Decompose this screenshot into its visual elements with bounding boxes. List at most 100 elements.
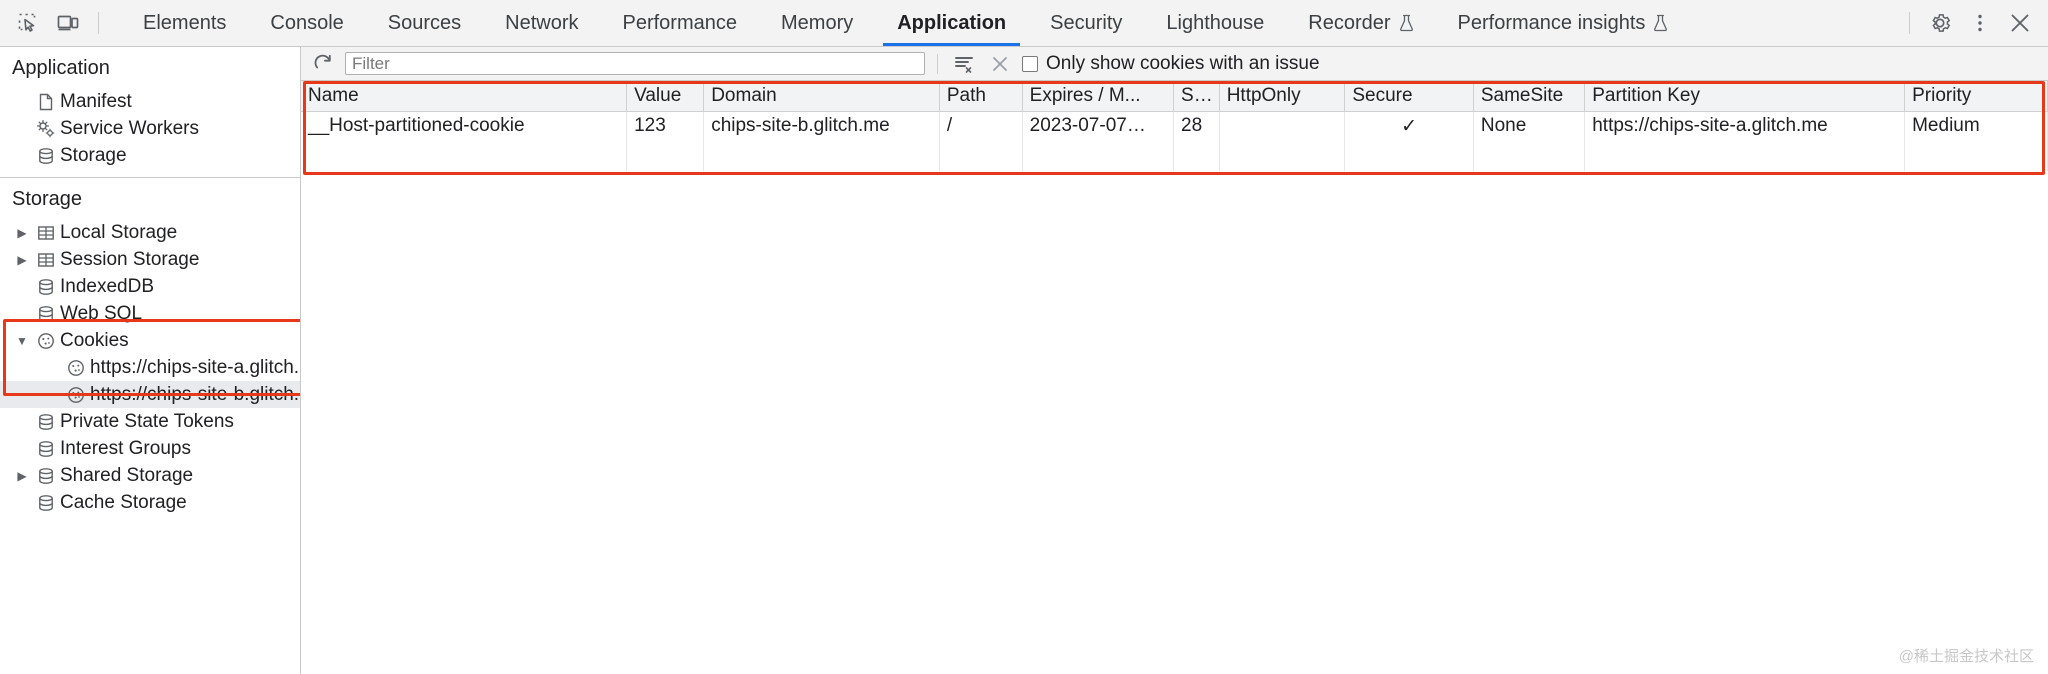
tab-memory[interactable]: Memory <box>759 0 875 46</box>
sidebar-item-cookies[interactable]: ▼ Cookies <box>0 327 300 354</box>
sidebar-section-application-title: Application <box>12 57 110 79</box>
sidebar-item-interest-groups-label: Interest Groups <box>60 437 191 459</box>
tab-application[interactable]: Application <box>875 0 1028 46</box>
tab-console[interactable]: Console <box>248 0 365 46</box>
chevron-right-icon[interactable]: ▶ <box>17 468 27 483</box>
empty-cell <box>1473 141 1586 171</box>
toolbar-actions <box>1899 0 2040 46</box>
cell-priority[interactable]: Medium <box>1904 111 2048 141</box>
column-header-priority[interactable]: Priority <box>1904 81 2048 112</box>
tab-performance-label: Performance <box>622 11 738 34</box>
cell-value[interactable]: 123 <box>626 111 705 141</box>
twisty-placeholder-icon: ▶ <box>12 122 32 136</box>
sidebar-item-manifest[interactable]: ▶ Manifest <box>0 88 300 115</box>
tab-recorder[interactable]: Recorder <box>1286 0 1435 46</box>
table-icon <box>32 223 60 243</box>
tab-network[interactable]: Network <box>483 0 600 46</box>
filter-input[interactable] <box>345 52 925 75</box>
inspect-element-icon[interactable] <box>8 4 48 42</box>
cell-httponly[interactable] <box>1219 111 1346 141</box>
kebab-menu-icon[interactable] <box>1960 4 2000 42</box>
only-show-issues-label: Only show cookies with an issue <box>1046 52 1320 74</box>
sidebar-item-indexeddb[interactable]: ▶ IndexedDB <box>0 273 300 300</box>
cookie-icon <box>62 385 90 405</box>
column-header-httponly[interactable]: HttpOnly <box>1219 81 1346 112</box>
sidebar-item-shared-storage-label: Shared Storage <box>60 464 194 486</box>
sidebar-item-storage-label: Storage <box>60 144 127 166</box>
column-header-samesite[interactable]: SameSite <box>1473 81 1586 112</box>
cell-name[interactable]: __Host-partitioned-cookie <box>301 111 628 141</box>
service-workers-gear-icon <box>32 119 60 139</box>
sidebar-item-storage[interactable]: ▶ Storage <box>0 142 300 169</box>
sidebar-section-storage-title: Storage <box>12 188 83 210</box>
checkbox-box-icon[interactable] <box>1022 55 1038 72</box>
close-icon[interactable] <box>2000 4 2040 42</box>
sidebar-item-cookie-site-b[interactable]: ▶ https://chips-site-b.glitch.me <box>0 381 300 408</box>
tab-network-label: Network <box>505 11 579 34</box>
database-icon <box>32 466 60 486</box>
column-header-value[interactable]: Value <box>626 81 705 112</box>
cell-size[interactable]: 28 <box>1173 111 1220 141</box>
cell-partition-key[interactable]: https://chips-site-a.glitch.me <box>1584 111 1906 141</box>
tab-lighthouse[interactable]: Lighthouse <box>1144 0 1286 46</box>
toolbar-divider <box>98 12 99 34</box>
application-sidebar: Application ▶ Manifest ▶ <box>0 47 301 674</box>
column-header-secure[interactable]: Secure <box>1344 81 1474 112</box>
sidebar-item-cookie-site-a[interactable]: ▶ https://chips-site-a.glitch.me <box>0 354 300 381</box>
twisty-placeholder-icon: ▶ <box>42 388 62 402</box>
database-icon <box>32 493 60 513</box>
device-toolbar-icon[interactable] <box>48 4 88 42</box>
column-header-name[interactable]: Name <box>301 81 628 112</box>
table-row[interactable]: __Host-partitioned-cookie 123 chips-site… <box>301 111 2048 141</box>
refresh-icon[interactable] <box>309 51 337 77</box>
tab-performance[interactable]: Performance <box>601 0 760 46</box>
sidebar-item-private-state-tokens[interactable]: ▶ Private State Tokens <box>0 408 300 435</box>
empty-cell <box>1173 141 1220 171</box>
sidebar-item-indexeddb-label: IndexedDB <box>60 275 155 297</box>
tab-sources[interactable]: Sources <box>366 0 483 46</box>
sidebar-item-service-workers[interactable]: ▶ Service Workers <box>0 115 300 142</box>
sidebar-item-session-storage[interactable]: ▶ Session Storage <box>0 246 300 273</box>
sidebar-item-cache-storage[interactable]: ▶ Cache Storage <box>0 489 300 516</box>
sidebar-item-local-storage-label: Local Storage <box>60 221 178 243</box>
only-show-issues-checkbox[interactable]: Only show cookies with an issue <box>1022 53 1320 75</box>
gear-icon[interactable] <box>1920 4 1960 42</box>
sidebar-item-cookie-site-b-label: https://chips-site-b.glitch.me <box>90 383 300 405</box>
cell-samesite[interactable]: None <box>1473 111 1586 141</box>
cell-secure[interactable]: ✓ <box>1344 111 1474 141</box>
cookies-table: Name Value Domain Path Expires / M... Si… <box>301 81 2048 171</box>
chevron-right-icon[interactable]: ▶ <box>17 225 27 240</box>
chevron-down-icon[interactable]: ▼ <box>16 333 28 348</box>
database-icon <box>32 412 60 432</box>
chevron-right-icon[interactable]: ▶ <box>17 252 27 267</box>
sidebar-item-shared-storage[interactable]: ▶ Shared Storage <box>0 462 300 489</box>
clear-filters-icon[interactable] <box>950 51 978 77</box>
tab-performance-insights[interactable]: Performance insights <box>1436 0 1691 46</box>
sidebar-item-cookies-label: Cookies <box>60 329 129 351</box>
column-header-path[interactable]: Path <box>939 81 1023 112</box>
column-header-size[interactable]: Size <box>1173 81 1220 112</box>
cell-expires[interactable]: 2023-07-07… <box>1022 111 1175 141</box>
empty-cell <box>301 141 628 171</box>
empty-cell <box>1904 141 2048 171</box>
column-header-domain[interactable]: Domain <box>703 81 940 112</box>
sidebar-item-cookie-site-a-label: https://chips-site-a.glitch.me <box>90 356 300 378</box>
clear-all-icon[interactable] <box>986 51 1014 77</box>
column-header-expires[interactable]: Expires / M... <box>1022 81 1175 112</box>
tab-sources-label: Sources <box>387 11 462 34</box>
table-icon <box>32 250 60 270</box>
tab-security-label: Security <box>1050 11 1123 34</box>
cell-path[interactable]: / <box>939 111 1023 141</box>
database-icon <box>32 146 60 166</box>
empty-cell <box>1219 141 1346 171</box>
column-header-partition-key[interactable]: Partition Key <box>1584 81 1906 112</box>
sidebar-item-interest-groups[interactable]: ▶ Interest Groups <box>0 435 300 462</box>
sidebar-item-local-storage[interactable]: ▶ Local Storage <box>0 219 300 246</box>
cell-domain[interactable]: chips-site-b.glitch.me <box>703 111 940 141</box>
tab-security[interactable]: Security <box>1028 0 1144 46</box>
sidebar-item-web-sql-label: Web SQL <box>60 302 143 324</box>
tab-elements[interactable]: Elements <box>121 0 248 46</box>
twisty-placeholder-icon: ▶ <box>12 280 32 294</box>
sidebar-item-web-sql[interactable]: ▶ Web SQL <box>0 300 300 327</box>
manifest-document-icon <box>32 92 60 112</box>
